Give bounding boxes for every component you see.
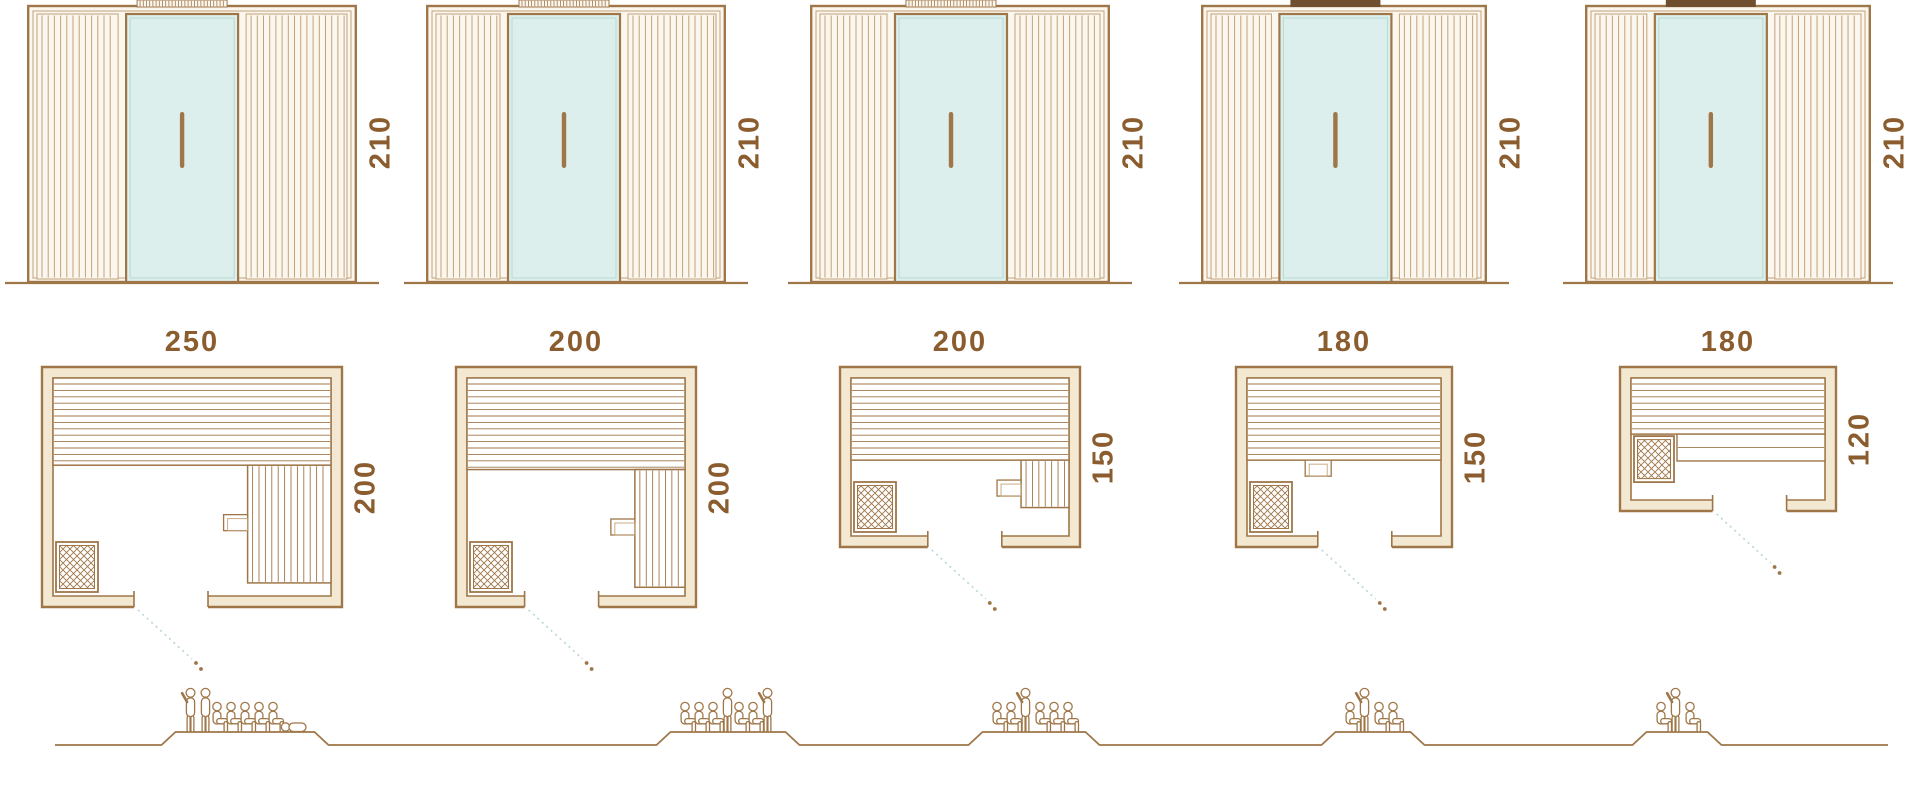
- door-swing-line: [137, 609, 193, 660]
- plan-drawing: [1618, 365, 1838, 575]
- door-swing-line: [1716, 513, 1772, 564]
- ground-line: [55, 731, 1888, 746]
- front-elevation: 210: [404, 0, 766, 285]
- person-icon: [748, 701, 765, 733]
- plan-row: 200: [40, 365, 382, 671]
- person-icon: [722, 687, 733, 733]
- front-elevation: 210: [1563, 0, 1911, 285]
- plan-row: 120: [1618, 365, 1876, 575]
- depth-dimension-label: 120: [1843, 411, 1876, 467]
- person-icon: [226, 701, 243, 733]
- door-handle: [948, 112, 954, 168]
- person-icon: [680, 701, 697, 733]
- depth-dimension-label: 150: [1087, 429, 1120, 485]
- front-elevation: 210: [1179, 0, 1527, 285]
- floor-plan: 200 200: [454, 326, 736, 671]
- person-icon: [694, 701, 711, 733]
- person-icon: [1035, 701, 1052, 733]
- bench-side: [634, 468, 686, 589]
- top-vent: [1290, 0, 1381, 7]
- person-icon: [212, 701, 229, 733]
- plan-drawing: [40, 365, 344, 671]
- person-icon: [1685, 701, 1702, 733]
- capacity-figures: [55, 679, 1888, 746]
- person-icon: [708, 701, 725, 733]
- plan-row: 200: [454, 365, 736, 671]
- elevation-drawing: [788, 0, 1132, 285]
- bench-top: [1246, 377, 1442, 461]
- height-dimension-label: 210: [1117, 114, 1150, 170]
- person-icon: [182, 688, 195, 732]
- floor-plan: 250 200: [40, 326, 382, 671]
- door-handle: [179, 112, 185, 168]
- person-icon: [280, 722, 307, 733]
- sauna-unit-4: 210 180 150: [1152, 0, 1536, 611]
- front-elevation: 210: [5, 0, 397, 285]
- door-swing-line: [931, 549, 987, 600]
- door-swing-line: [1321, 549, 1377, 600]
- floor-plan: 200 150: [838, 326, 1120, 611]
- sauna-unit-3: 210 200 150: [768, 0, 1152, 611]
- top-vent: [1665, 0, 1756, 7]
- person-icon: [200, 687, 211, 733]
- person-icon: [992, 701, 1009, 733]
- plan-drawing: [838, 365, 1082, 611]
- plan-row: 150: [838, 365, 1120, 611]
- door-swing-line: [528, 609, 584, 660]
- person-icon: [734, 701, 751, 733]
- elevation-drawing: [5, 0, 379, 285]
- top-vent: [136, 0, 228, 8]
- elevation-drawing: [404, 0, 748, 285]
- person-icon: [1006, 701, 1023, 733]
- front-elevation: 210: [788, 0, 1150, 285]
- bench-side: [246, 464, 332, 584]
- person-icon: [1049, 701, 1066, 733]
- height-dimension-label: 210: [1494, 114, 1527, 170]
- height-dimension-label: 210: [364, 114, 397, 170]
- elevation-drawing: [1179, 0, 1509, 285]
- bench-top: [1630, 377, 1826, 435]
- height-dimension-label: 210: [733, 114, 766, 170]
- bench-top: [52, 377, 332, 466]
- height-dimension-label: 210: [1878, 114, 1911, 170]
- bench-top: [466, 377, 686, 471]
- person-icon: [1388, 701, 1405, 733]
- door-handle: [1333, 112, 1338, 168]
- elevation-drawing: [1563, 0, 1893, 285]
- floor-plan: 180 120: [1618, 326, 1876, 575]
- width-dimension-label: 180: [1700, 326, 1756, 358]
- plan-drawing: [1234, 365, 1454, 611]
- door-handle: [561, 112, 567, 168]
- person-icon: [254, 701, 271, 733]
- person-icon: [240, 701, 257, 733]
- person-icon: [1063, 701, 1080, 733]
- door-handle: [1708, 112, 1714, 168]
- sauna-unit-1: 210 250 200: [0, 0, 397, 671]
- sauna-columns: 210 250 200 210 200 200: [0, 0, 1920, 671]
- plan-row: 150: [1234, 365, 1492, 611]
- person-icon: [1345, 701, 1362, 733]
- width-dimension-label: 250: [164, 326, 220, 358]
- depth-dimension-label: 150: [1459, 429, 1492, 485]
- plan-drawing: [454, 365, 698, 671]
- person-icon: [1656, 701, 1673, 733]
- person-icon: [1374, 701, 1391, 733]
- depth-dimension-label: 200: [703, 459, 736, 515]
- bench-top: [850, 377, 1070, 461]
- width-dimension-label: 200: [548, 326, 604, 358]
- sauna-unit-2: 210 200 200: [384, 0, 768, 671]
- width-dimension-label: 200: [932, 326, 988, 358]
- sauna-unit-5: 210 180 120: [1536, 0, 1920, 607]
- floor-plan: 180 150: [1234, 326, 1492, 611]
- width-dimension-label: 180: [1316, 326, 1372, 358]
- depth-dimension-label: 200: [349, 459, 382, 515]
